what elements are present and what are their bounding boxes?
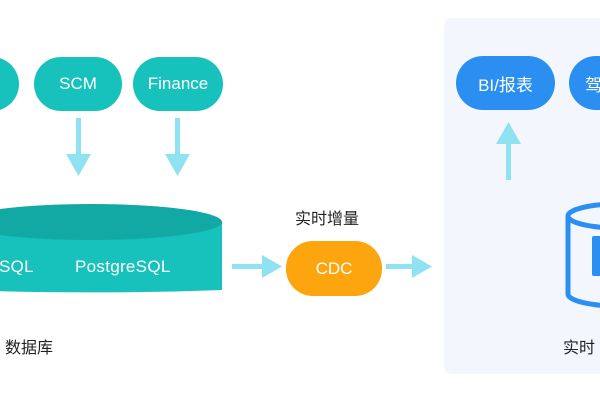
database-cylinder: [0, 204, 222, 293]
target-pill-bi: BI/报表: [456, 56, 555, 110]
arrow-scm-to-database: [66, 118, 91, 176]
target-pill-partial-label: 驾: [585, 75, 600, 95]
arrow-store-to-bi: [496, 122, 521, 180]
arrow-database-to-cdc: [232, 255, 282, 278]
source-pill-finance: Finance: [133, 57, 223, 111]
source-pill-scm-label: SCM: [59, 74, 97, 93]
realtime-store-caption: 实时: [563, 338, 596, 357]
database-label-sql: SQL: [0, 257, 34, 276]
database-label-postgresql: PostgreSQL: [75, 257, 171, 276]
arrow-cdc-to-target: [386, 255, 432, 278]
target-pill-bi-label: BI/报表: [478, 75, 533, 95]
source-pill-finance-label: Finance: [147, 74, 209, 93]
source-pill-scm: SCM: [34, 57, 122, 111]
cdc-caption: 实时增量: [295, 209, 360, 228]
source-pill-partial: [0, 57, 19, 111]
database-caption: 数据库: [5, 338, 54, 357]
realtime-store-cylinder: [565, 202, 600, 308]
arrow-finance-to-database: [165, 118, 190, 176]
cdc-pill-label: CDC: [315, 258, 353, 278]
cdc-pill: CDC: [286, 241, 382, 296]
